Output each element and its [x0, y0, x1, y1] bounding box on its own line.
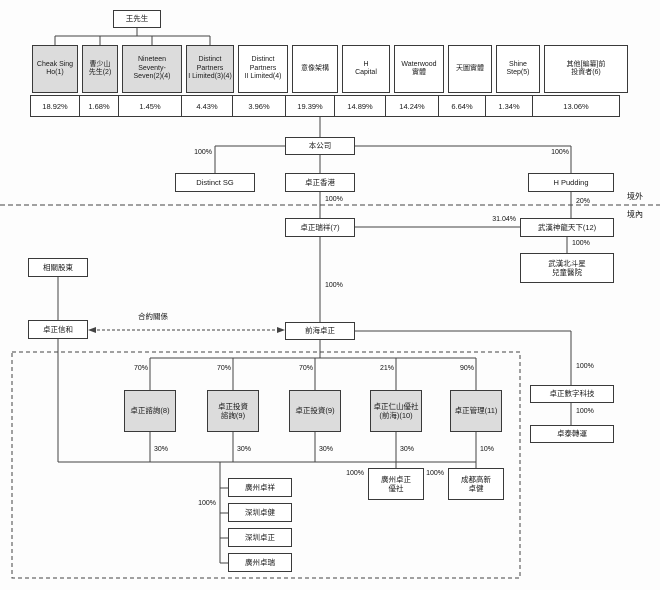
- shareholding-pct: 18.92%: [30, 95, 80, 117]
- node-zhuozheng-xinhe: 卓正信和: [28, 320, 88, 339]
- shareholding-pct: 14.89%: [334, 95, 386, 117]
- node-shenzhen-zhuojian: 深圳卓健: [228, 503, 292, 522]
- node-shareholder-yixiang: 意像架構: [292, 45, 338, 93]
- edge-label-vie5-to-gaoxin: 100%: [426, 470, 444, 477]
- node-shenzhen-zhuozheng: 深圳卓正: [228, 528, 292, 547]
- label-contract-relationship: 合約關係: [138, 312, 168, 321]
- node-zhuozheng-hk: 卓正香港: [285, 173, 355, 192]
- edge-label-qh-vie2: 70%: [216, 365, 231, 372]
- node-vie-touzi-zixun: 卓正投資 諮詢(9): [207, 390, 259, 432]
- edge-label-pudding-to-shenlong: 20%: [576, 198, 591, 205]
- edge-label-to-sub-stack: 100%: [198, 500, 216, 507]
- edge-label-qh-vie4: 21%: [379, 365, 394, 372]
- shareholding-pct: 19.39%: [285, 95, 335, 117]
- edge-label-to-digital: 100%: [576, 363, 594, 370]
- node-distinct-sg: Distinct SG: [175, 173, 255, 192]
- node-zhuotai-zhuanyun: 卓泰轉運: [530, 425, 614, 443]
- node-shareholder-other-investors: 其他[編纂]前 投資者(6): [544, 45, 628, 93]
- node-vie-zixun: 卓正諮詢(8): [124, 390, 176, 432]
- node-qianhai-zhuozheng: 前海卓正: [285, 322, 355, 340]
- node-guangzhou-zhuoxiang: 廣州卓祥: [228, 478, 292, 497]
- shareholding-pct: 13.06%: [532, 95, 620, 117]
- node-shareholder-nineteen-seventy-seven: Nineteen Seventy-Seven(2)(4): [122, 45, 182, 93]
- edge-label-vie4-to-yushe: 100%: [346, 470, 364, 477]
- shareholder-row: Cheak Sing Ho(1) 曹少山 先生(2) Nineteen Seve…: [30, 45, 630, 93]
- node-chengdu-gaoxin: 成都高新 卓健: [448, 468, 504, 500]
- edge-label-xh-vie3: 30%: [319, 446, 334, 453]
- shareholder-column: Waterwood 實體: [392, 45, 446, 93]
- edge-label-qh-vie1: 70%: [133, 365, 148, 372]
- shareholding-pct: 1.34%: [485, 95, 533, 117]
- shareholding-strip: 18.92% 1.68% 1.45% 4.43% 3.96% 19.39% 14…: [30, 95, 630, 117]
- edge-label-ruixiang-to-qianhai: 100%: [325, 282, 343, 289]
- node-wuhan-beidou-hospital: 武漢北斗星 兒童醫院: [520, 253, 614, 283]
- node-vie-touzi: 卓正投資(9): [289, 390, 341, 432]
- node-shareholder-shine-step: Shine Step(5): [496, 45, 540, 93]
- shareholding-pct: 3.96%: [232, 95, 286, 117]
- edge-label-qh-vie5: 90%: [459, 365, 474, 372]
- contract-relationship-arrow: [88, 327, 285, 333]
- node-shareholder-cao-shaoshan: 曹少山 先生(2): [82, 45, 118, 93]
- label-onshore: 境內: [627, 210, 643, 219]
- shareholding-pct: 1.68%: [79, 95, 119, 117]
- node-wuhan-shenlong: 武漢神龍天下(12): [520, 218, 614, 237]
- edge-label-xh-vie5: 10%: [480, 446, 495, 453]
- node-shareholder-distinct-partners-1: Distinct Partners I Limited(3)(4): [186, 45, 234, 93]
- node-shareholder-distinct-partners-2: Distinct Partners II Limited(4): [238, 45, 288, 93]
- shareholding-pct: 14.24%: [385, 95, 439, 117]
- shareholder-column: 天圖實體: [446, 45, 494, 93]
- shareholder-column: Nineteen Seventy-Seven(2)(4): [120, 45, 184, 93]
- edge-label-shenlong-to-beidou: 100%: [572, 240, 590, 247]
- label-offshore: 境外: [627, 192, 643, 201]
- node-zhuozheng-digital: 卓正數字科技: [530, 385, 614, 403]
- node-guangzhou-zhuorui: 廣州卓瑞: [228, 553, 292, 572]
- shareholding-pct: 4.43%: [181, 95, 233, 117]
- node-shareholder-h-capital: H Capital: [342, 45, 390, 93]
- node-company: 本公司: [285, 137, 355, 155]
- shareholder-column: 意像架構: [290, 45, 340, 93]
- node-related-shareholders: 相關股東: [28, 258, 88, 277]
- node-h-pudding: H Pudding: [528, 173, 614, 192]
- edge-label-hk-to-ruixiang: 100%: [325, 196, 343, 203]
- edge-label-xh-vie4: 30%: [400, 446, 415, 453]
- node-mr-wang: 王先生: [113, 10, 161, 28]
- node-vie-guanli: 卓正管理(11): [450, 390, 502, 432]
- shareholder-column: Distinct Partners I Limited(3)(4): [184, 45, 236, 93]
- shareholding-pct: 1.45%: [118, 95, 182, 117]
- node-guangzhou-youshe: 廣州卓正 優社: [368, 468, 424, 500]
- node-shareholder-cheak-sing-ho: Cheak Sing Ho(1): [32, 45, 78, 93]
- node-shareholder-waterwood: Waterwood 實體: [394, 45, 444, 93]
- node-shareholder-tiantu: 天圖實體: [448, 45, 492, 93]
- node-vie-renshan-youshe: 卓正仁山優社 (前海)(10): [370, 390, 422, 432]
- edge-label-qh-vie3: 70%: [298, 365, 313, 372]
- node-zhuozheng-ruixiang: 卓正瑞祥(7): [285, 218, 355, 237]
- edge-label-ruixiang-to-shenlong: 31.04%: [492, 216, 516, 223]
- edge-label-xh-vie2: 30%: [237, 446, 252, 453]
- shareholder-column: 曹少山 先生(2): [80, 45, 120, 93]
- edge-label-xh-vie1: 30%: [154, 446, 169, 453]
- edge-label-to-h-pudding: 100%: [551, 149, 569, 156]
- edge-label-to-distinct-sg: 100%: [194, 149, 212, 156]
- shareholding-pct: 6.64%: [438, 95, 486, 117]
- shareholder-column: Cheak Sing Ho(1): [30, 45, 80, 93]
- shareholder-column: Shine Step(5): [494, 45, 542, 93]
- edge-label-digital-to-zhuotai: 100%: [576, 408, 594, 415]
- shareholder-column: 其他[編纂]前 投資者(6): [542, 45, 630, 93]
- shareholder-column: H Capital: [340, 45, 392, 93]
- shareholder-column: Distinct Partners II Limited(4): [236, 45, 290, 93]
